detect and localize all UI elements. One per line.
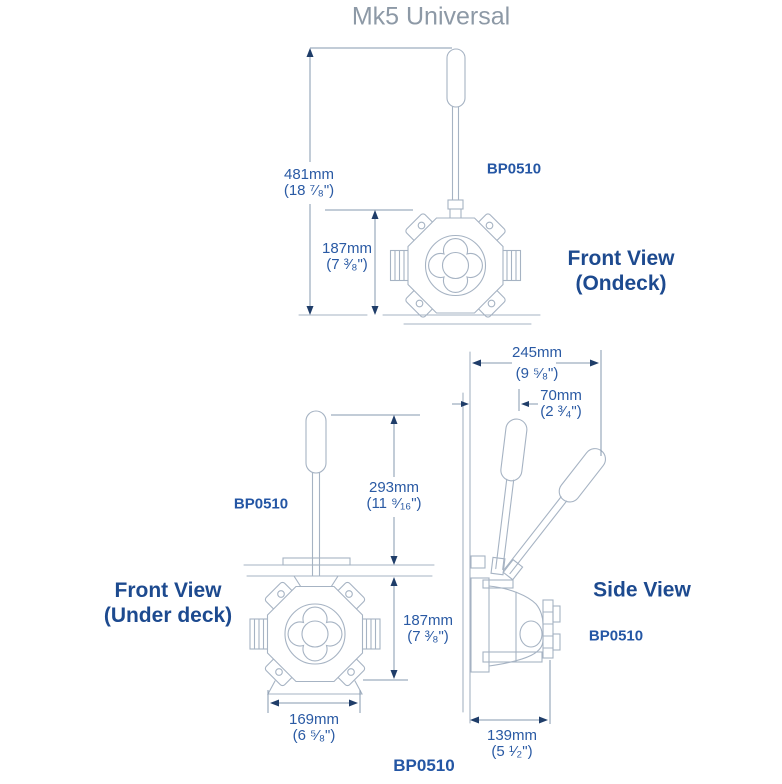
side-dimension-lines	[452, 350, 602, 724]
part-no-ondeck: BP0510	[486, 160, 542, 178]
dim-mm: 293mm	[368, 479, 420, 496]
side-bulkhead-line	[462, 351, 471, 724]
part-no-footer: BP0510	[393, 756, 455, 775]
ondeck-view-linework	[298, 47, 541, 325]
dim-mm: 70mm	[540, 387, 582, 404]
dim-mm: 169mm	[288, 711, 340, 728]
dim-handle-above-deck: 293mm (11 ⁹⁄₁₆")	[366, 480, 421, 512]
dim-body-height: 187mm (7 ³⁄₈")	[322, 241, 372, 273]
part-no-underdeck: BP0510	[233, 495, 289, 513]
dim-inches: (2 ³⁄₄")	[540, 403, 582, 420]
side-handle-vertical	[495, 418, 528, 570]
dim-mm: 481mm	[283, 166, 335, 183]
diagram-title-text: Mk5 Universal	[351, 2, 511, 31]
ondeck-dimension-arrows	[306, 48, 379, 315]
ondeck-deck-line	[298, 314, 541, 325]
view-label-side: Side View	[593, 578, 691, 602]
dim-inches: (9 ⁵⁄₈")	[515, 365, 559, 382]
side-handle-sockets	[470, 555, 524, 581]
side-pump-profile	[470, 577, 561, 673]
part-no-side: BP0510	[588, 627, 644, 645]
dim-base-depth: 139mm (5 ¹⁄₂")	[487, 728, 537, 760]
side-dimension-arrows	[461, 359, 599, 724]
ondeck-dimension-lines	[309, 47, 452, 308]
dim-inches: (5 ¹⁄₂")	[491, 743, 533, 760]
dim-inches: (18 ⁷⁄₈")	[283, 182, 335, 199]
side-view-linework	[452, 350, 607, 724]
underdeck-pump-base	[267, 680, 363, 695]
ondeck-pump-body	[389, 212, 522, 319]
dim-mm: 187mm	[402, 612, 454, 629]
dim-overall-depth: 245mm (9 ⁵⁄₈")	[512, 342, 562, 384]
underdeck-view-linework	[243, 410, 435, 713]
dim-inches: (7 ³⁄₈")	[326, 256, 368, 273]
underdeck-dimension-arrows	[270, 415, 398, 707]
side-handle-angled	[503, 448, 607, 575]
dim-handle-offset: 70mm (2 ³⁄₄")	[540, 388, 582, 420]
view-label-underdeck: Front View (Under deck)	[103, 579, 233, 627]
dim-inches: (6 ⁵⁄₈")	[292, 727, 336, 744]
ondeck-handle	[446, 48, 466, 220]
underdeck-deck-plate	[282, 557, 351, 566]
underdeck-bell-flange	[292, 575, 340, 588]
dim-overall-height: 481mm (18 ⁷⁄₈")	[284, 167, 334, 199]
dim-inches: (7 ³⁄₈")	[407, 628, 449, 645]
dim-body-below-deck: 187mm (7 ³⁄₈")	[403, 613, 453, 645]
dim-inches: (11 ⁹⁄₁₆")	[366, 495, 422, 512]
dim-mm: 187mm	[321, 240, 373, 257]
underdeck-handle	[305, 410, 327, 577]
view-label-ondeck: Front View (Ondeck)	[567, 247, 675, 295]
dim-mm: 245mm	[511, 344, 563, 361]
underdeck-deck-line	[243, 564, 435, 577]
underdeck-pump-body	[249, 580, 381, 688]
diagram-title: Mk5 Universal	[352, 3, 510, 32]
underdeck-dimension-lines	[267, 414, 420, 713]
dim-body-width: 169mm (6 ⁵⁄₈")	[289, 712, 339, 744]
dim-mm: 139mm	[486, 727, 538, 744]
